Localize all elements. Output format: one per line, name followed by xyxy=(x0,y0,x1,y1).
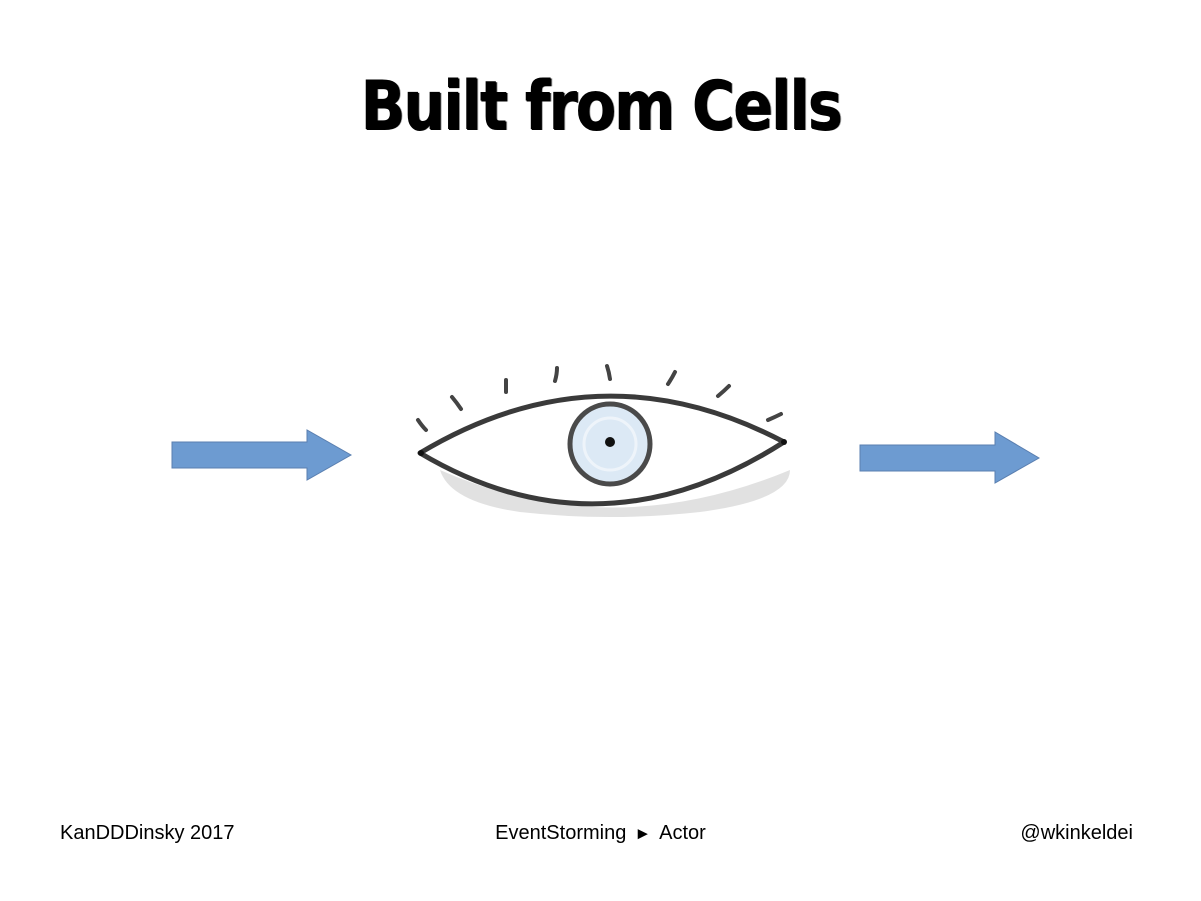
input-arrow-icon xyxy=(171,429,353,481)
slide-title: Built from Cells xyxy=(360,67,842,146)
eye-icon xyxy=(416,364,790,517)
footer-breadcrumb-topic: Actor xyxy=(659,822,706,844)
footer-author-handle: @wkinkeldei xyxy=(1020,822,1133,844)
play-triangle-icon: ► xyxy=(634,824,652,843)
footer-breadcrumb-section: EventStorming xyxy=(495,822,627,844)
footer-breadcrumb: EventStorming ► Actor xyxy=(0,820,1201,847)
output-arrow-icon xyxy=(859,431,1040,484)
footer-event-name: KanDDDinsky 2017 xyxy=(60,822,235,844)
